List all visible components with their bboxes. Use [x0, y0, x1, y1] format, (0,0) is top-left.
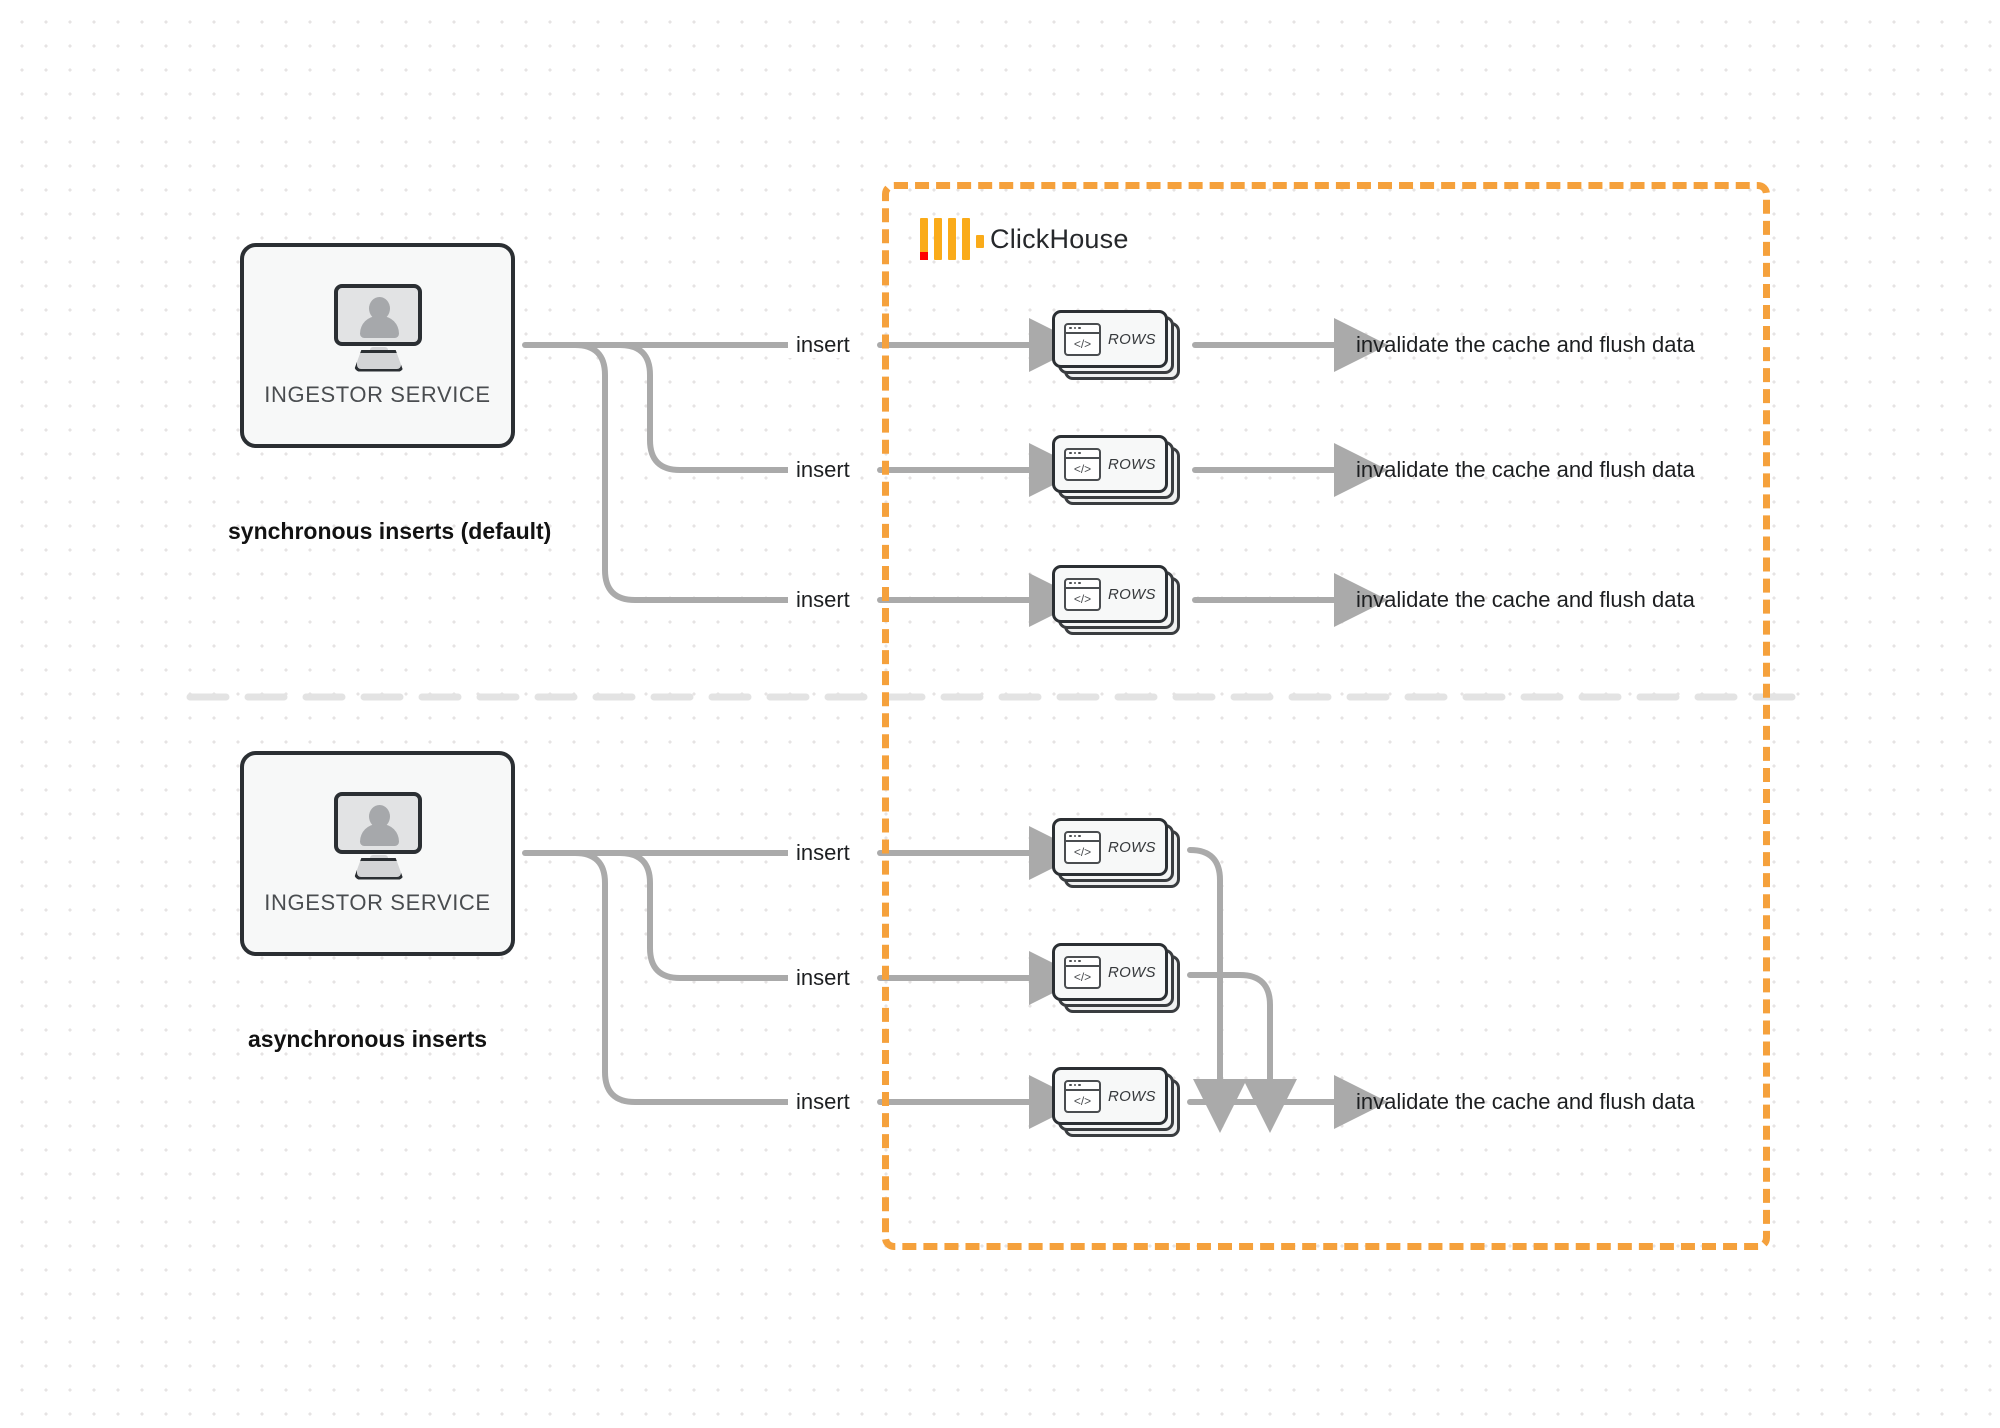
ingestor-service-async[interactable]: INGESTOR SERVICE [240, 751, 515, 956]
result-label-async: invalidate the cache and flush data [1356, 1089, 1695, 1114]
insert-label-async-3: insert [788, 1089, 858, 1115]
ingestor-service-sync-label: INGESTOR SERVICE [264, 381, 491, 407]
rows-card-sync-2[interactable]: </> ROWS [1052, 435, 1180, 505]
clickhouse-boundary [882, 182, 1770, 1250]
code-window-icon: </> [1064, 447, 1101, 481]
rows-card-sync-3[interactable]: </> ROWS [1052, 565, 1180, 635]
rows-card-label: ROWS [1108, 330, 1156, 348]
code-window-icon: </> [1064, 955, 1101, 989]
rows-card-label: ROWS [1108, 838, 1156, 856]
insert-label-async-2: insert [788, 965, 858, 991]
rows-card-label: ROWS [1108, 1087, 1156, 1105]
rows-card-async-2[interactable]: </> ROWS [1052, 943, 1180, 1013]
monitor-user-icon [326, 283, 430, 376]
code-window-icon: </> [1064, 577, 1101, 611]
caption-synchronous: synchronous inserts (default) [228, 518, 552, 544]
result-label-sync-1: invalidate the cache and flush data [1356, 332, 1695, 357]
insert-label-sync-3: insert [788, 587, 858, 613]
code-window-icon: </> [1064, 322, 1101, 356]
clickhouse-brand: ClickHouse [920, 218, 1129, 260]
insert-label-sync-2: insert [788, 457, 858, 483]
result-label-sync-2: invalidate the cache and flush data [1356, 457, 1695, 482]
rows-card-async-1[interactable]: </> ROWS [1052, 818, 1180, 888]
insert-label-sync-1: insert [788, 332, 858, 358]
monitor-user-icon [326, 791, 430, 884]
ingestor-service-async-label: INGESTOR SERVICE [264, 889, 491, 915]
rows-card-label: ROWS [1108, 963, 1156, 981]
caption-asynchronous: asynchronous inserts [248, 1026, 488, 1052]
rows-card-label: ROWS [1108, 585, 1156, 603]
ingestor-service-sync[interactable]: INGESTOR SERVICE [240, 243, 515, 448]
clickhouse-logo-icon [920, 218, 984, 260]
rows-card-sync-1[interactable]: </> ROWS [1052, 310, 1180, 380]
rows-card-async-3[interactable]: </> ROWS [1052, 1067, 1180, 1137]
code-window-icon: </> [1064, 1079, 1101, 1113]
clickhouse-label: ClickHouse [990, 223, 1129, 254]
insert-label-async-1: insert [788, 840, 858, 866]
rows-card-label: ROWS [1108, 455, 1156, 473]
code-window-icon: </> [1064, 830, 1101, 864]
result-label-sync-3: invalidate the cache and flush data [1356, 587, 1695, 612]
